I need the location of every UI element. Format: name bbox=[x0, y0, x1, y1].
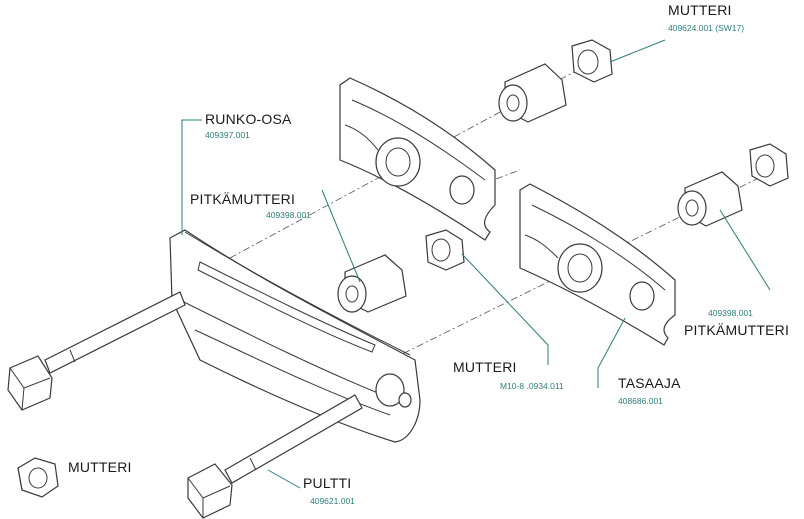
label-pultti: PULTTI bbox=[303, 475, 352, 491]
runko-osa-frame bbox=[169, 229, 421, 443]
code-mutteri-mid: M10-8 .0934.011 bbox=[500, 381, 564, 391]
label-pitkamutteri-right: PITKÄMUTTERI bbox=[684, 322, 790, 338]
mutteri-top-nut bbox=[571, 39, 613, 83]
code-mutteri-top: 409624.001 (SW17) bbox=[668, 23, 745, 33]
bolt-back bbox=[7, 291, 186, 411]
pitkamutteri-right-sleeve bbox=[677, 171, 743, 227]
label-mutteri-top: MUTTERI bbox=[668, 2, 732, 18]
label-mutteri-mid: MUTTERI bbox=[453, 359, 517, 375]
label-mutteri-bottom: MUTTERI bbox=[68, 459, 132, 475]
mutteri-bottom-nut bbox=[17, 457, 59, 498]
label-runko-osa: RUNKO-OSA bbox=[205, 111, 292, 127]
leader-lines bbox=[181, 39, 771, 489]
upper-tasaaja-plate bbox=[339, 77, 496, 241]
code-runko-osa: 409397.001 bbox=[205, 130, 250, 140]
lower-tasaaja-plate bbox=[519, 183, 676, 346]
pitkamutteri-upper bbox=[498, 63, 567, 123]
pitkamutteri-left-sleeve bbox=[337, 254, 407, 313]
label-pitkamutteri-left: PITKÄMUTTERI bbox=[190, 191, 296, 207]
code-pitkamutteri-left: 409398.001 bbox=[266, 210, 311, 220]
code-pultti: 409621.001 bbox=[310, 496, 355, 506]
label-tasaaja: TASAAJA bbox=[618, 375, 681, 391]
pultti-bolt bbox=[187, 394, 363, 519]
mutteri-right-nut bbox=[749, 143, 789, 187]
mutteri-mid-nut bbox=[425, 229, 465, 271]
code-pitkamutteri-right: 409398.001 bbox=[708, 308, 753, 318]
code-tasaaja: 408686.001 bbox=[618, 396, 663, 406]
